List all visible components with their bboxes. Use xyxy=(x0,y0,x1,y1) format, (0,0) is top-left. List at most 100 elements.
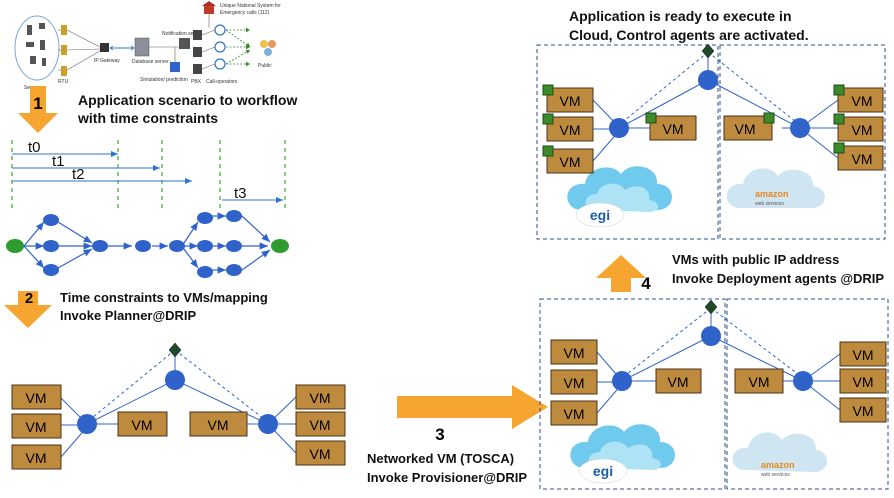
svg-text:VM: VM xyxy=(852,93,873,109)
workflow-node xyxy=(92,240,108,252)
operator-icon xyxy=(214,24,226,70)
vm-box-with-agent: VM xyxy=(833,142,884,171)
virtual-network-running: egi amazon web services VM VM VM VM VM V… xyxy=(536,43,886,240)
public-icon xyxy=(260,40,276,56)
step2-caption-line2: Invoke Planner@DRIP xyxy=(60,308,197,323)
svg-text:VM: VM xyxy=(310,446,331,462)
egi-cloud-icon: egi xyxy=(567,166,672,228)
simulation-icon xyxy=(170,62,180,72)
network-switch-node xyxy=(698,70,718,90)
workflow-node xyxy=(169,240,185,252)
control-agent-icon xyxy=(833,142,845,154)
network-switch-node xyxy=(77,414,97,434)
step2-number: 2 xyxy=(25,290,33,307)
svg-text:VM: VM xyxy=(208,417,229,433)
public-label: Public xyxy=(258,63,272,69)
final-caption-line2: Cloud, Control agents are activated. xyxy=(569,27,809,43)
amazon-logo-line1: amazon xyxy=(755,189,789,199)
network-switch-node xyxy=(793,371,813,391)
database-label: Database server xyxy=(132,59,169,65)
step1-arrow: 1 xyxy=(18,86,58,133)
control-agent-icon xyxy=(542,84,554,96)
egi-logo-text: egi xyxy=(593,463,613,479)
step4-number: 4 xyxy=(641,274,651,293)
vm-box: VM xyxy=(189,411,248,437)
vm-box: VM xyxy=(839,368,887,394)
workflow-node xyxy=(43,214,59,226)
svg-text:VM: VM xyxy=(560,93,581,109)
workflow-node xyxy=(226,210,242,222)
vm-box: VM xyxy=(11,444,62,470)
workflow-node xyxy=(197,212,213,224)
gateway-label: IP Gateway xyxy=(94,58,120,64)
vm-box: VM xyxy=(295,411,346,437)
notification-server-icon xyxy=(179,38,190,49)
workflow-node xyxy=(197,266,213,278)
building-icon xyxy=(202,1,216,14)
vm-box: VM xyxy=(839,397,887,423)
timeline: t0 t1 t2 t3 xyxy=(11,139,286,210)
pbx-icon xyxy=(193,30,202,74)
notification-label: Notification server xyxy=(162,31,202,37)
step4-caption-line1: VMs with public IP address xyxy=(672,252,839,267)
network-switch-node xyxy=(258,414,278,434)
egi-logo-text: egi xyxy=(590,207,610,223)
step3-arrow xyxy=(397,385,548,429)
svg-text:VM: VM xyxy=(749,374,770,390)
vm-box: VM xyxy=(550,339,598,365)
svg-text:VM: VM xyxy=(310,417,331,433)
step3-number: 3 xyxy=(435,425,444,444)
egi-cloud-icon: egi xyxy=(570,424,675,484)
control-agent-icon xyxy=(833,113,845,125)
svg-text:VM: VM xyxy=(668,374,689,390)
step1-caption-line2: with time constraints xyxy=(77,110,218,126)
step2-arrow: 2 xyxy=(4,290,52,328)
vm-box-with-agent: VM xyxy=(645,112,697,141)
step4-arrow: 4 xyxy=(596,255,651,293)
vm-box-with-agent: VM xyxy=(542,84,594,113)
control-agent-icon xyxy=(833,84,845,96)
vm-box: VM xyxy=(117,411,168,437)
vm-box-with-agent: VM xyxy=(833,84,884,113)
cloud-boundary-amazon xyxy=(719,44,886,240)
network-switch-node xyxy=(609,118,629,138)
t1-label: t1 xyxy=(52,153,65,170)
vm-box: VM xyxy=(839,341,887,367)
step1-number: 1 xyxy=(33,94,42,113)
svg-text:VM: VM xyxy=(26,450,47,466)
amazon-logo-line2: web services xyxy=(761,472,790,478)
sensors-group xyxy=(14,15,60,81)
svg-text:VM: VM xyxy=(132,417,153,433)
svg-text:VM: VM xyxy=(735,121,756,137)
svg-text:VM: VM xyxy=(564,375,585,391)
vm-box: VM xyxy=(550,400,598,426)
call-arrows xyxy=(225,27,251,67)
svg-text:VM: VM xyxy=(560,122,581,138)
scenario-illustration: Sensors RTU IP Gateway Database server S… xyxy=(14,1,281,91)
national-system-line2: Emergency calls (112) xyxy=(220,10,270,16)
control-agent-icon xyxy=(763,112,775,124)
svg-text:VM: VM xyxy=(310,390,331,406)
vm-box-with-agent: VM xyxy=(542,145,594,174)
workflow-node xyxy=(226,264,242,276)
operators-label: Call-operators xyxy=(206,79,238,85)
virtual-network-provisioned: egi amazon web services VM VM VM VM VM V… xyxy=(539,298,889,490)
vm-box-with-agent: VM xyxy=(723,112,775,141)
step1-caption-line1: Application scenario to workflow xyxy=(78,92,297,108)
control-agent-icon xyxy=(542,113,554,125)
virtual-network-planned: VM VM VM VM VM VM VM VM xyxy=(11,342,346,470)
database-icon xyxy=(134,37,150,57)
router-diamond-icon xyxy=(704,299,718,315)
vm-box: VM xyxy=(295,384,346,410)
network-switch-node xyxy=(701,326,721,346)
step3-caption-line2: Invoke Provisioner@DRIP xyxy=(367,470,527,485)
pbx-label: PBX xyxy=(191,79,202,85)
vm-box: VM xyxy=(550,369,598,395)
t3-label: t3 xyxy=(234,185,247,202)
workflow-end-node xyxy=(271,239,289,253)
final-caption-line1: Application is ready to execute in xyxy=(569,8,792,24)
vm-box: VM xyxy=(11,413,62,439)
vm-box: VM xyxy=(11,384,62,410)
network-switch-node xyxy=(165,370,185,390)
